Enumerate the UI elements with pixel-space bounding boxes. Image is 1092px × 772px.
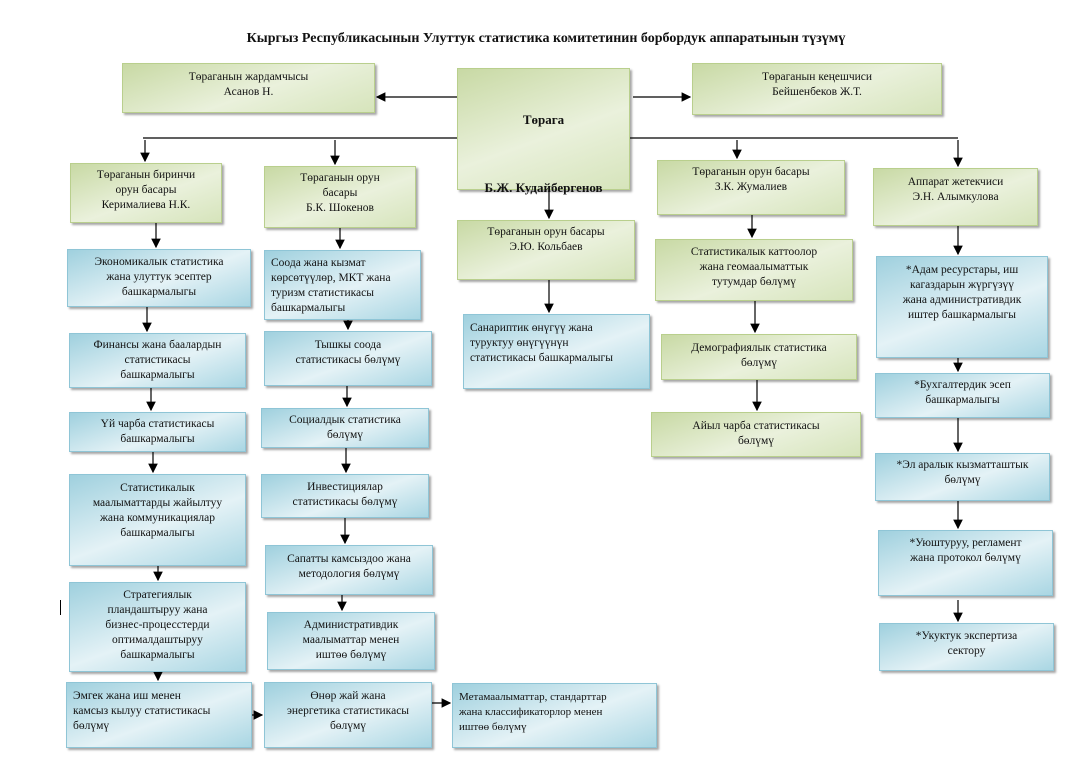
department-box: *Эл аралык кызматташтык бөлүмү [875,453,1050,501]
department-box: Өнөр жай жана энергетика статистикасы бө… [264,682,432,748]
deputy-box: Төраганын орун басары Э.Ю. Кольбаев [457,220,635,280]
stray-mark [60,600,61,615]
department-box: Статистикалык каттоолор жана геомаалымат… [655,239,853,301]
chairman-box: Төрага Б.Ж. Кудайбергенов [457,68,630,195]
chairman-name: Б.Ж. Кудайбергенов [484,180,603,195]
advisor-box: Төраганын кеңешчиси Бейшенбеков Ж.Т. [692,63,942,115]
department-box: Метамаалыматтар, стандарттар жана класси… [452,683,657,748]
chart-title: Кыргыз Республикасынын Улуттук статистик… [246,31,846,46]
chairman-role: Төрага [522,112,565,127]
department-box: Сапатты камсыздоо жана методология бөлүм… [265,545,433,595]
department-box: Стратегиялык пландаштыруу жана бизнес-пр… [69,582,246,672]
department-box: Санариптик өнүгүү жана туруктуу өнүгүүнү… [463,314,650,389]
department-box: Инвестициялар статистикасы бөлүмү [261,474,429,518]
department-box: Айыл чарба статистикасы бөлүмү [651,412,861,457]
department-box: Административдик маалыматтар менен иштөө… [267,612,435,670]
department-box: Тышкы соода статистикасы бөлүмү [264,331,432,386]
chief-of-staff-box: Аппарат жетекчиси Э.Н. Алымкулова [873,168,1038,226]
department-box: *Уюштуруу, регламент жана протокол бөлүм… [878,530,1053,596]
department-box: Статистикалык маалыматтарды жайылтуу жан… [69,474,246,566]
deputy-box: Төраганын орун басары Б.К. Шокенов [264,166,416,228]
department-box: *Укуктук экспертиза сектору [879,623,1054,671]
department-box: *Бухгалтердик эсеп башкармалыгы [875,373,1050,418]
department-box: Соода жана кызмат көрсөтүүлөр, МКТ жана … [264,250,421,320]
assistant-box: Төраганын жардамчысы Асанов Н. [122,63,375,113]
department-box: Финансы жана баалардын статистикасы башк… [69,333,246,388]
deputy-box: Төраганын орун басары З.К. Жумалиев [657,160,845,215]
department-box: Экономикалык статистика жана улуттук эсе… [67,249,251,307]
deputy-box: Төраганын биринчи орун басары Керималиев… [70,163,222,223]
department-box: Социалдык статистика бөлүмү [261,408,429,448]
department-box: *Адам ресурстары, иш кагаздарын жүргүзүү… [876,256,1048,358]
department-box: Үй чарба статистикасы башкармалыгы [69,412,246,452]
department-box: Эмгек жана иш менен камсыз кылуу статист… [66,682,252,748]
department-box: Демографиялык статистика бөлүмү [661,334,857,380]
